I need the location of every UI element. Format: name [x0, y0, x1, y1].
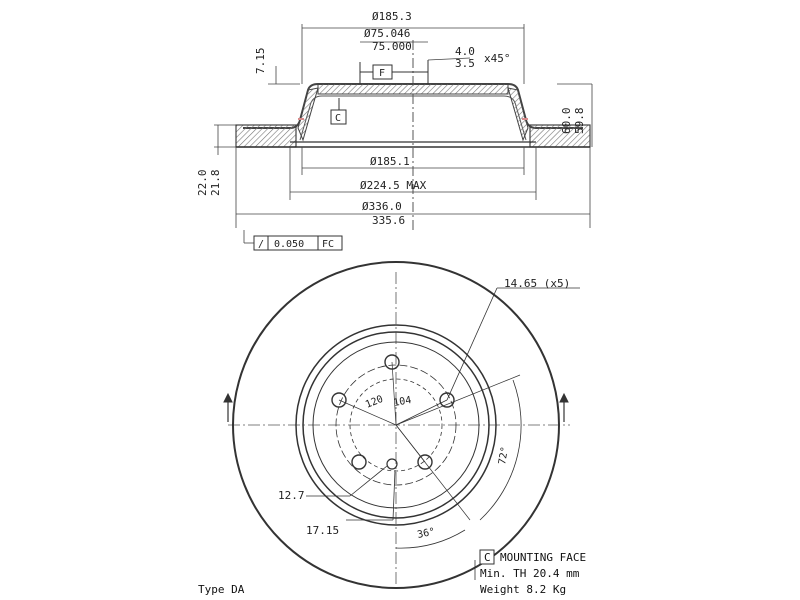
- angle-arc-72: [479, 379, 522, 521]
- runout-ref: FC: [322, 239, 334, 250]
- dim-height-max: 60.0: [560, 108, 573, 135]
- disc-friction-inner: [295, 324, 497, 526]
- bolt-hole-4: [351, 454, 367, 470]
- dim-outer-min: 335.6: [372, 214, 405, 227]
- dim-bolt-hole: 14.65 (x5): [504, 277, 570, 290]
- dim-pilot: 12.7: [278, 489, 305, 502]
- dim-top-od: Ø185.3: [372, 10, 412, 23]
- dim-thick-min: 21.8: [209, 170, 222, 197]
- dim-angle-72: 72°: [497, 446, 511, 466]
- note-datum-letter: C: [484, 551, 491, 564]
- dim-hat-depth: 7.15: [254, 48, 267, 75]
- note-weight: Weight 8.2 Kg: [480, 583, 566, 596]
- note-type: Type DA: [198, 583, 245, 596]
- note-min-thickness: Min. TH 20.4 mm: [480, 567, 580, 580]
- dim-bore-max: Ø75.046: [364, 27, 410, 40]
- bolt-hole-1: [384, 354, 400, 370]
- hat-outer: [302, 331, 490, 519]
- runout-tolerance-frame: / 0.050 FC: [253, 235, 343, 251]
- bolt-hole-2: [439, 392, 455, 408]
- dim-chamfer-angle: x45°: [484, 52, 511, 65]
- svg-text:F: F: [379, 68, 385, 79]
- friction-ring-left: [235, 124, 297, 148]
- dim-chamfer-a: 4.0: [455, 45, 475, 58]
- pilot-hole: [386, 458, 398, 470]
- dim-center: 104: [393, 395, 413, 409]
- hat-top-hatch: [317, 83, 509, 95]
- section-view: [235, 40, 591, 230]
- dim-outer-max: Ø336.0: [362, 200, 402, 213]
- dim-max-dia: Ø224.5 MAX: [360, 179, 427, 192]
- bolt-hole-3: [417, 454, 433, 470]
- dim-inner-dia: Ø185.1: [370, 155, 410, 168]
- dim-height-min: 59.8: [573, 108, 586, 135]
- bore-circle: [349, 378, 443, 472]
- svg-text:C: C: [335, 113, 341, 124]
- hat-wall-hatch-right: [507, 87, 529, 142]
- dim-pilot-offset: 17.15: [306, 524, 339, 537]
- datum-c-box-section: C: [330, 98, 347, 125]
- hat-wall-hatch-left: [297, 87, 319, 142]
- angle-arc-36: [395, 529, 466, 549]
- dim-chamfer-b: 3.5: [455, 57, 475, 70]
- bolt-hole-5: [331, 392, 347, 408]
- datum-f-box: F: [372, 64, 393, 80]
- datum-c-note: C: [479, 549, 495, 565]
- section-dimensions: [214, 24, 593, 244]
- hat-ring: [312, 341, 480, 509]
- dim-bore-min: 75.000: [372, 40, 412, 53]
- runout-value: 0.050: [274, 239, 304, 250]
- disc-outer-edge: [232, 261, 560, 589]
- dim-angle-36: 36°: [416, 526, 436, 541]
- note-mounting-face: MOUNTING FACE: [500, 551, 586, 564]
- pcd-circle: [335, 364, 457, 486]
- dim-pcd: 120: [364, 394, 385, 411]
- front-view: [223, 261, 580, 589]
- dim-thick-max: 22.0: [196, 170, 209, 197]
- runout-symbol: /: [258, 239, 264, 250]
